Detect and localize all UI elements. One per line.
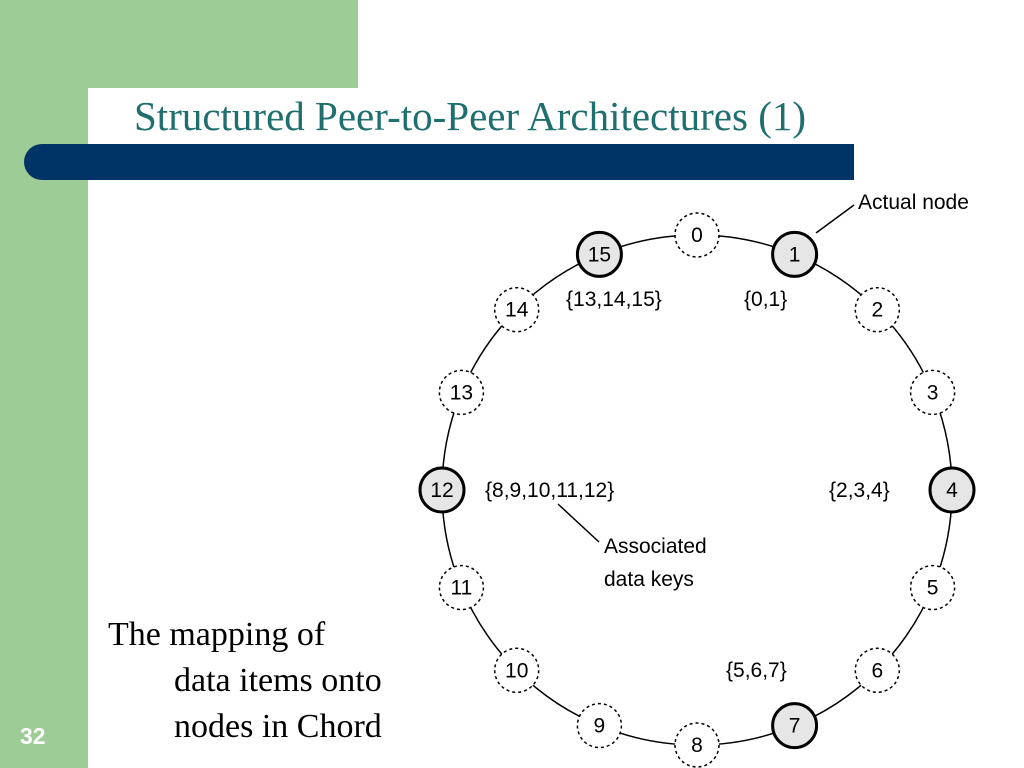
green-header-block xyxy=(0,0,358,88)
actual-node-circle xyxy=(771,230,819,278)
key-sets-group: {13,14,15} {0,1} {8,9,10,11,12} {2,3,4} … xyxy=(485,288,890,682)
virtual-node-circle xyxy=(674,212,720,258)
node-label: 3 xyxy=(927,381,939,404)
slide-number: 32 xyxy=(20,723,46,749)
node-0: 0 xyxy=(674,212,720,258)
node-label: 7 xyxy=(789,715,801,738)
node-label: 6 xyxy=(871,659,883,682)
key-set-node-7: {5,6,7} xyxy=(726,659,787,682)
node-label: 4 xyxy=(946,479,958,502)
node-5: 5 xyxy=(909,564,956,611)
node-9: 9 xyxy=(576,702,623,749)
associated-keys-label-line-2: data keys xyxy=(604,568,694,591)
key-set-node-12: {8,9,10,11,12} xyxy=(485,479,614,502)
actual-node-circle xyxy=(771,702,819,750)
key-set-node-1: {0,1} xyxy=(744,288,787,311)
node-7: 7 xyxy=(771,702,819,750)
node-label: 8 xyxy=(691,734,703,757)
green-sidebar xyxy=(0,0,88,768)
node-13: 13 xyxy=(438,369,485,416)
key-set-node-4: {2,3,4} xyxy=(829,479,890,502)
virtual-node-circle xyxy=(674,722,720,768)
node-2: 2 xyxy=(854,286,901,333)
node-6: 6 xyxy=(854,647,901,694)
actual-node-circle xyxy=(928,466,976,514)
node-label: 0 xyxy=(691,224,703,247)
node-label: 9 xyxy=(594,715,606,738)
virtual-node-circle xyxy=(438,369,485,416)
virtual-node-circle xyxy=(854,286,901,333)
actual-node-pointer-line xyxy=(815,204,855,234)
node-label: 15 xyxy=(588,243,611,266)
virtual-node-circle xyxy=(909,564,956,611)
node-1: 1 xyxy=(771,230,819,278)
caption-line-1: The mapping of xyxy=(108,616,326,653)
node-11: 11 xyxy=(438,564,485,611)
node-label: 11 xyxy=(450,577,472,600)
node-4: 4 xyxy=(928,466,976,514)
virtual-node-circle xyxy=(438,564,485,611)
slide-title: Structured Peer-to-Peer Architectures (1… xyxy=(134,93,806,139)
node-3: 3 xyxy=(909,369,956,416)
title-bar xyxy=(24,144,854,180)
virtual-node-circle xyxy=(576,702,623,749)
node-10: 10 xyxy=(493,647,540,694)
node-label: 5 xyxy=(927,577,939,600)
virtual-node-circle xyxy=(854,647,901,694)
node-label: 1 xyxy=(789,243,801,266)
node-14: 14 xyxy=(493,286,540,333)
virtual-node-circle xyxy=(493,286,540,333)
actual-node-circle xyxy=(418,466,466,514)
key-set-node-15: {13,14,15} xyxy=(566,288,662,311)
slide-caption: The mapping of data items onto nodes in … xyxy=(108,612,382,750)
actual-node-circle xyxy=(575,230,623,278)
node-label: 10 xyxy=(505,659,528,682)
caption-line-3: nodes in Chord xyxy=(174,708,382,745)
node-8: 8 xyxy=(674,722,720,768)
node-label: 14 xyxy=(505,299,529,322)
virtual-node-circle xyxy=(909,369,956,416)
node-15: 15 xyxy=(575,230,623,278)
virtual-node-circle xyxy=(493,647,540,694)
annotations-group: Actual node Associated data keys xyxy=(557,191,969,591)
node-12: 12 xyxy=(418,466,466,514)
caption-line-2: data items onto xyxy=(174,662,382,699)
associated-keys-label-line-1: Associated xyxy=(604,535,707,558)
node-label: 13 xyxy=(450,381,473,404)
node-label: 12 xyxy=(430,479,453,502)
node-label: 2 xyxy=(871,299,883,322)
actual-node-label: Actual node xyxy=(858,191,969,214)
associated-keys-pointer-line xyxy=(557,503,600,543)
